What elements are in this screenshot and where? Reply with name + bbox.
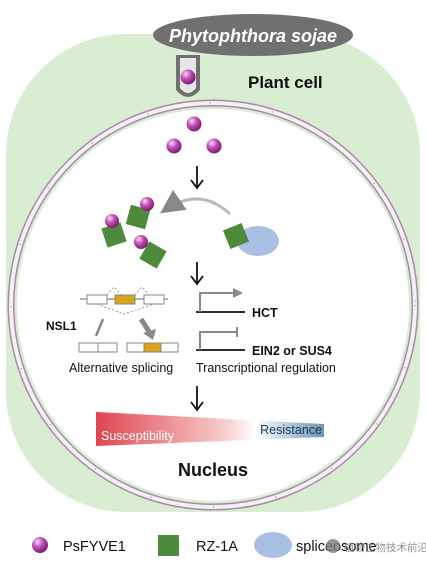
psfyve1-sphere-icon [32, 537, 48, 553]
gene-label-hct: HCT [252, 306, 278, 320]
spliceosome-ellipse-icon [254, 532, 292, 558]
competition-arrow [160, 189, 232, 216]
alternative-exon [114, 294, 136, 305]
psfyve1-rz1a-complex [101, 197, 167, 269]
secreted-effectors [166, 116, 222, 154]
outcome-gradient-wedge [96, 412, 324, 446]
splicing-schematic [78, 286, 179, 353]
nucleus-label: Nucleus [178, 460, 248, 480]
watermark-text: 植物生物技术前沿 [344, 541, 426, 554]
psfyve1-sphere-icon [166, 138, 182, 154]
legend: PsFYVE1 RZ-1A spliceosome [32, 532, 377, 558]
susceptibility-label: Susceptibility [101, 429, 175, 443]
psfyve1-sphere-icon [206, 138, 222, 154]
spliceosome-ellipse-icon [237, 226, 279, 256]
rz1a-square-icon [125, 204, 151, 230]
watermark: 植物生物技术前沿 [326, 539, 426, 554]
plant-cell-label: Plant cell [248, 73, 323, 92]
psfyve1-sphere-icon [140, 197, 154, 211]
psfyve1-sphere-icon [105, 214, 119, 228]
transcription-caption: Transcriptional regulation [196, 361, 336, 375]
legend-label-psfyve1: PsFYVE1 [63, 539, 126, 555]
legend-item-psfyve1: PsFYVE1 [32, 537, 126, 555]
arrow-down-3 [190, 386, 204, 412]
resistance-label: Resistance [260, 423, 322, 437]
rz1a-spliceosome-complex [222, 222, 279, 256]
nucleus-area [17, 109, 409, 501]
rz1a-square-icon [139, 241, 167, 269]
splicing-caption: Alternative splicing [69, 361, 173, 375]
watermark-logo-icon [326, 539, 340, 553]
legend-item-rz1a: RZ-1A [158, 535, 238, 556]
psfyve1-sphere-icon [180, 69, 196, 85]
pathogen-label: Phytophthora sojae [169, 26, 337, 46]
cell-wall [7, 99, 419, 511]
rz1a-square-icon [222, 222, 250, 250]
transcription-schematic [196, 288, 245, 351]
legend-label-rz1a: RZ-1A [196, 539, 238, 555]
activation-arrowhead [233, 288, 243, 298]
psfyve1-sphere-icon [134, 235, 148, 249]
arrow-down-1 [190, 166, 204, 190]
psfyve1-sphere-icon [186, 116, 202, 132]
rz1a-square-icon [101, 222, 127, 248]
rz1a-square-icon [158, 535, 179, 556]
pathogen-body [153, 14, 353, 56]
arrow-down-2 [190, 262, 204, 286]
gene-label-nsl1: NSL1 [46, 319, 77, 333]
pathogen-hypha [153, 14, 353, 97]
gene-label-ein2-sus4: EIN2 or SUS4 [252, 344, 332, 358]
